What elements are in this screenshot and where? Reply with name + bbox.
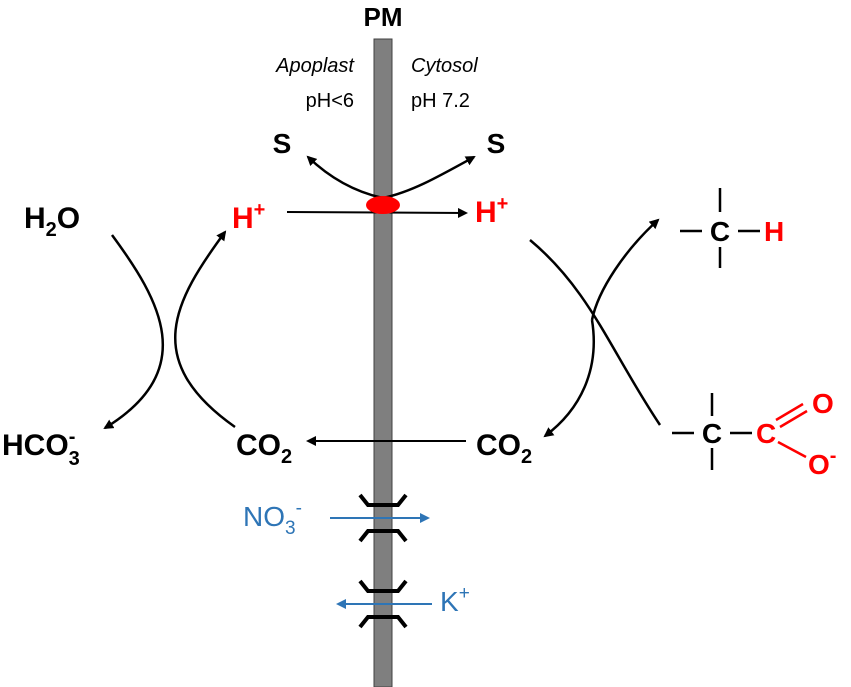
symporter-arrow-right [382,155,476,200]
carboxyl-single-bond [777,440,807,459]
left-arrow-co2-to-hplus [174,230,236,429]
carboxyl-oxygen-1-label: O [812,388,834,419]
symporter-transporter [366,196,400,214]
co2-left-label: CO2 [236,429,292,468]
right-arrow-to-ch [590,218,660,321]
carboxyl-oxygen-2-label: O- [808,445,836,480]
carboxyl-double-bond-1 [775,402,804,422]
no3-label: NO3- [243,498,302,539]
pm-label: PM [364,2,403,32]
ph-cytosol-label: pH 7.2 [411,90,470,112]
right-arrow-to-co2 [543,319,595,438]
ch-carbon-label: C [710,216,730,247]
carboxyl-carbon-black-label: C [702,418,722,449]
carboxyl-carbon-red-label: C [756,418,776,449]
carboxyl-double-bond-2 [779,409,808,429]
cytosol-label: Cytosol [411,55,478,77]
hplus-left-label: H+ [232,199,265,235]
co2-right-label: CO2 [476,429,532,468]
right-arrow-hplus-to-ch [529,239,662,426]
h2o-label: H2O [24,202,80,241]
s-right-label: S [487,128,506,159]
left-arrow-h2o-to-hco3 [103,234,164,430]
hco3-label: HCO3- [2,426,80,470]
ph-apoplast-label: pH<6 [306,90,354,112]
potassium-channel [358,579,408,629]
apoplast-label: Apoplast [275,55,355,77]
s-left-label: S [273,128,292,159]
potassium-label: K+ [440,583,470,617]
symporter-arrow-left [306,155,384,200]
nitrate-channel [358,493,408,543]
hplus-right-label: H+ [475,193,508,229]
ch-hydrogen-label: H [764,216,784,247]
